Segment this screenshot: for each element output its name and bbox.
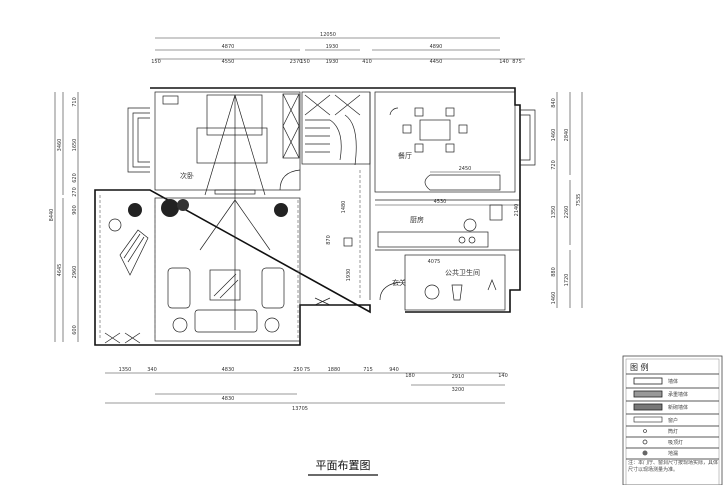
dim: 710	[72, 97, 78, 107]
dim: 1460	[551, 292, 557, 305]
room-label-bedroom: 次卧	[180, 171, 194, 180]
legend-heading: 图 例	[630, 362, 649, 372]
dim: 2910	[452, 374, 465, 380]
legend-item: 地漏	[668, 450, 678, 457]
dim: 1930	[326, 44, 339, 50]
legend-note: 注：本门厅、窗洞尺寸按现场实际，具体尺寸以现场测量为准。	[628, 460, 718, 473]
dim: 875	[512, 59, 522, 65]
dim: 1930	[326, 59, 339, 65]
washbasin	[424, 284, 440, 300]
dim: 250	[293, 367, 303, 373]
legend-item: 新砌墙体	[668, 404, 688, 411]
legend-item: 承重墙体	[668, 391, 688, 398]
bed-rug	[196, 127, 268, 164]
dim: 4550	[222, 59, 235, 65]
dim: 2960	[72, 266, 78, 279]
coffee-table	[209, 269, 241, 301]
room-label-kitchen: 厨房	[410, 215, 424, 224]
dim: 4645	[57, 264, 63, 277]
plant-icon	[161, 199, 179, 217]
furniture	[104, 94, 503, 344]
dim: 880	[551, 267, 557, 277]
top-dimensions: 12050 4870 1930 4890 150 4550 2370 150 1…	[151, 32, 525, 65]
dim: 600	[72, 325, 78, 335]
legend-item: 筒灯	[668, 428, 678, 435]
dim: 2840	[564, 129, 570, 142]
right-dimensions: 840 1460 720 1350 880 1460 2840 2260 172…	[551, 92, 583, 308]
dim: 900	[72, 205, 78, 215]
dim: 2370	[290, 59, 303, 65]
dim: 2260	[564, 206, 570, 219]
walls	[94, 87, 536, 346]
dim: 4450	[430, 59, 443, 65]
legend-item: 吸顶灯	[668, 439, 683, 446]
dim: 840	[551, 98, 557, 108]
dim: 340	[147, 367, 157, 373]
dim: 720	[551, 160, 557, 170]
dim: 4075	[428, 259, 441, 265]
left-dimensions: 8440 3460 4645 710 1650 620 270 900 2960…	[49, 92, 79, 342]
interior-dimensions: 2450 4530 2140 1480 870 1930 4075	[326, 166, 520, 281]
tv	[214, 189, 256, 195]
bed	[206, 94, 263, 136]
legend-item: 墙体	[668, 378, 678, 385]
armchair	[261, 267, 285, 309]
armchair	[167, 267, 191, 309]
dim: 1350	[119, 367, 132, 373]
dim: 140	[498, 373, 508, 379]
dim: 3200	[452, 387, 465, 393]
dim: 4530	[434, 199, 447, 205]
dim-top-total: 12050	[320, 32, 336, 38]
dim: 8440	[49, 209, 55, 222]
dim: 150	[151, 59, 161, 65]
desk	[162, 95, 179, 105]
kitchen-counter	[377, 231, 489, 248]
dim: 410	[362, 59, 372, 65]
dim: 1720	[564, 274, 570, 287]
dim: 270	[72, 187, 78, 197]
dim: 1460	[551, 129, 557, 142]
dim: 140	[499, 59, 509, 65]
dim: 75	[304, 367, 310, 373]
room-label-dining: 餐厅	[398, 151, 412, 160]
dim: 2140	[514, 204, 520, 217]
dim: 1350	[551, 206, 557, 219]
bottom-dimensions: 1350 340 4830 250 75 1880 715 940 180 29…	[105, 367, 508, 412]
dim: 4890	[430, 44, 443, 50]
dim: 4830	[222, 367, 235, 373]
dim: 4830	[222, 396, 235, 402]
dim: 2450	[459, 166, 472, 172]
legend: 图 例 墙体 承重墙体 新砌墙体 窗户 筒灯 吸顶灯 地漏 注：本门厅、窗洞尺寸…	[622, 355, 723, 485]
toilet	[451, 284, 463, 301]
dining-table	[419, 119, 451, 141]
dim: 1930	[346, 269, 352, 282]
staircase	[304, 94, 361, 166]
dim: 1650	[72, 139, 78, 152]
dim: 715	[363, 367, 373, 373]
sofa	[194, 309, 258, 333]
dim: 620	[72, 173, 78, 183]
legend-item: 窗户	[668, 417, 678, 424]
dim: 4870	[222, 44, 235, 50]
dim: 3460	[57, 139, 63, 152]
dim: 13705	[292, 406, 308, 412]
dim: 1480	[341, 201, 347, 214]
room-label-bathroom: 公共卫生间	[445, 268, 480, 277]
dim: 870	[326, 235, 332, 245]
sink	[489, 204, 503, 221]
dim: 150	[300, 59, 310, 65]
drawing-title: 平面布置图	[316, 459, 371, 472]
dim: 1880	[328, 367, 341, 373]
room-label-entry: 玄关	[392, 278, 406, 287]
dim: 940	[389, 367, 399, 373]
dim: 7535	[576, 194, 582, 207]
dim: 180	[405, 373, 415, 379]
